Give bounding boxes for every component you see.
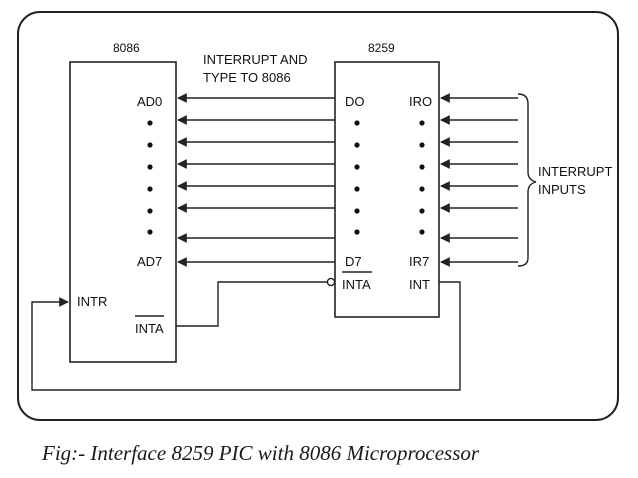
annotation-interrupt-inputs-line1: INTERRUPT [538,164,612,179]
pin-int-label: INT [409,277,430,292]
ir-dot [419,120,425,126]
annotation-interrupt-type-line2: TYPE TO 8086 [203,70,291,85]
figure-caption: Fig:- Interface 8259 PIC with 8086 Micro… [41,441,480,465]
bus-dot [354,164,360,170]
annotation-interrupt-type-line1: INTERRUPT AND [203,52,308,67]
bus-dot [354,120,360,126]
bus-dot [354,142,360,148]
bus-dot [147,186,153,192]
data-bus [177,93,335,267]
bus-dot [147,208,153,214]
chip-8086-body [69,61,177,363]
bus-dot [147,120,153,126]
bus-dot [354,229,360,235]
ir-dot [419,229,425,235]
pin-d7-label: D7 [345,254,362,269]
bus-dot [354,208,360,214]
pin-ad7-label: AD7 [137,254,162,269]
interrupt-input-lines [440,93,518,267]
inta-wire [176,281,327,327]
chip-8086-title: 8086 [113,41,140,55]
ir-dot [419,208,425,214]
pin-d0-label: DO [345,94,365,109]
pin-inta-label: INTA [135,321,164,336]
ir-dot [419,164,425,170]
chip-8086: 8086 AD0 AD7 INTR INTA [69,41,177,363]
pin-ad0-label: AD0 [137,94,162,109]
pin-ir7-label: IR7 [409,254,429,269]
input-brace [517,93,537,267]
pin-intr-label: INTR [77,294,107,309]
bus-dot [147,164,153,170]
inta-inversion-bubble [326,277,336,287]
chip-8259: 8259 DO D7 INTA IRO IR7 INT [334,41,440,318]
pin-inta-label: INTA [342,277,371,292]
annotation-interrupt-inputs-line2: INPUTS [538,182,586,197]
ir-dot [419,186,425,192]
bus-dot [147,142,153,148]
ir-dot [419,142,425,148]
bus-dot [147,229,153,235]
pin-ir0-label: IRO [409,94,432,109]
bus-dot [354,186,360,192]
chip-8259-title: 8259 [368,41,395,55]
int-to-intr-wire [31,281,461,391]
